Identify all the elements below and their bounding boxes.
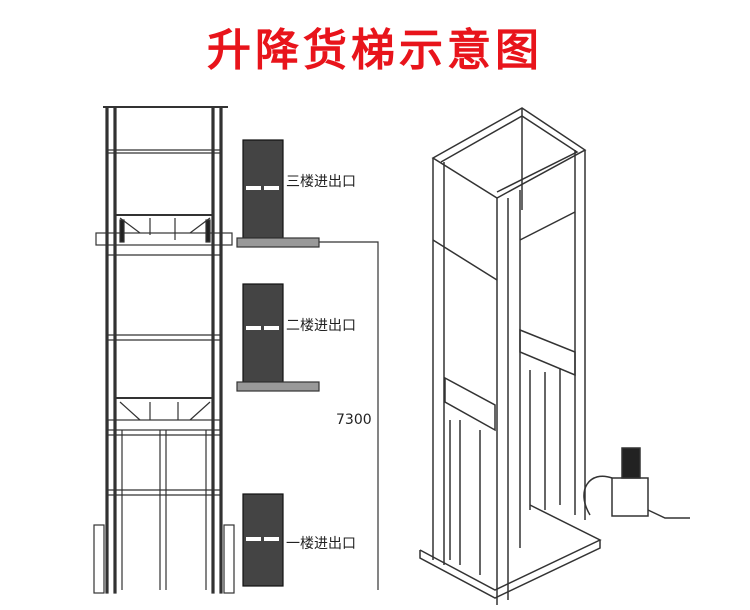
side-elevation <box>93 106 379 594</box>
floor2-entrance-label: 二楼进出口 <box>286 318 356 334</box>
isometric-view <box>419 107 690 605</box>
diagram-title: 升降货梯示意图 <box>207 25 543 76</box>
floor3-entrance-label: 三楼进出口 <box>286 174 356 190</box>
floor1-entrance-label: 一楼进出口 <box>286 536 356 552</box>
height-dimension: 7300 <box>336 412 372 428</box>
